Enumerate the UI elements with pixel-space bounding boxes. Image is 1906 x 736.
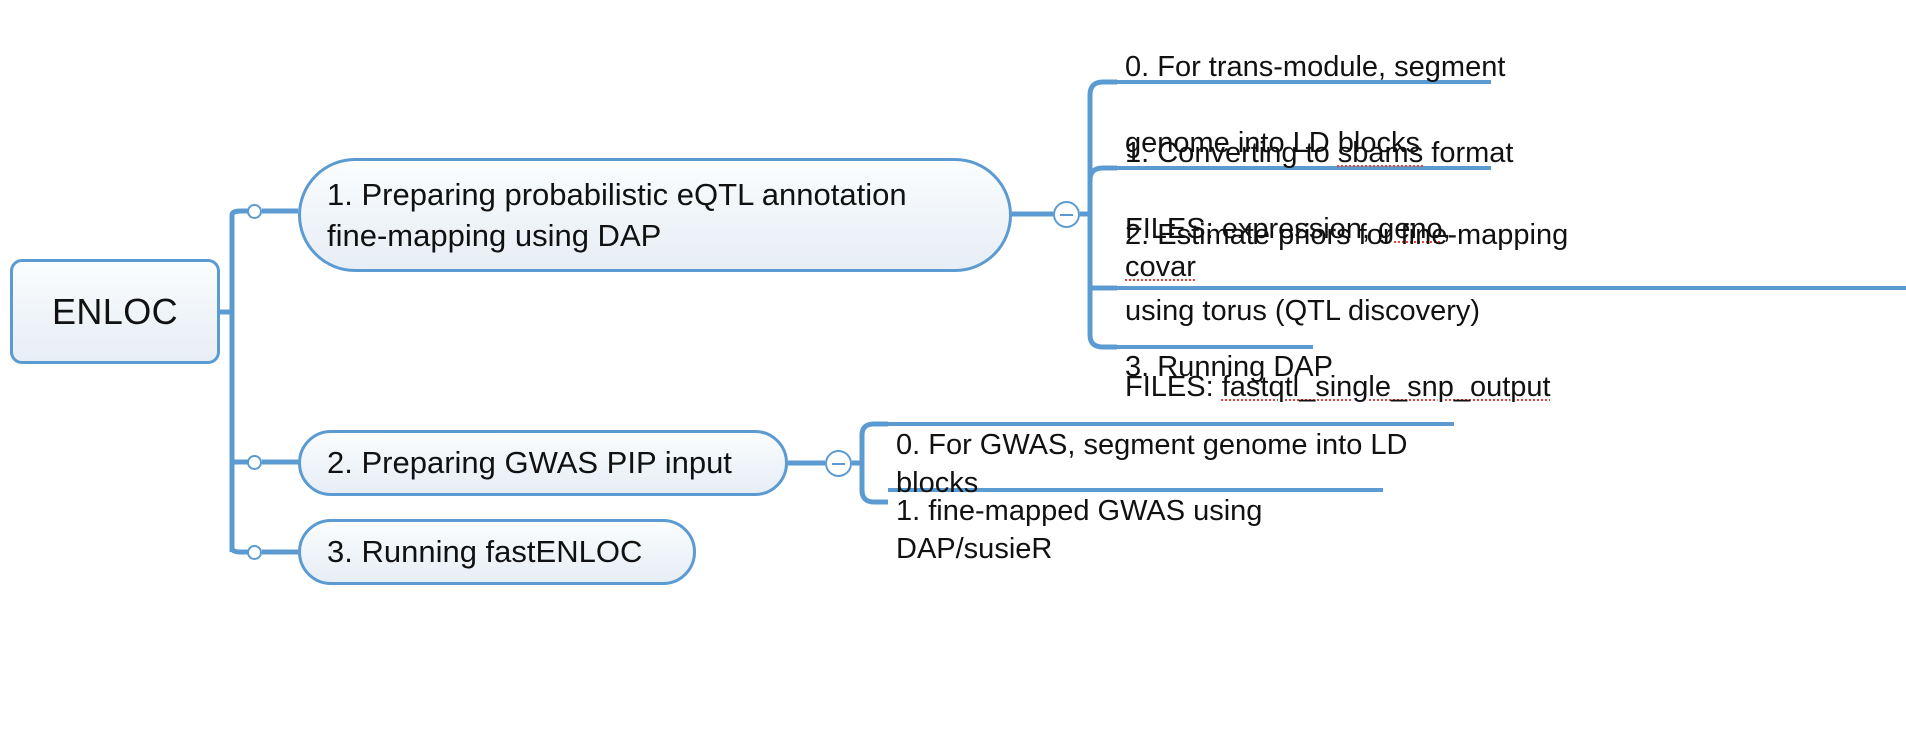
leaf-node-b2c0-line1: 0. For GWAS, segment genome into LD bloc… xyxy=(896,429,1408,499)
leaf-node-b1c1[interactable]: 1. Converting to sbams format FILES: exp… xyxy=(1117,94,1537,290)
spellcheck-term-covar: covar xyxy=(1125,251,1196,283)
spellcheck-term-fastqtl-single-snp-output: fastqtl_single_snp_output xyxy=(1221,371,1551,403)
spellcheck-term-sbams: sbams xyxy=(1337,137,1424,169)
root-node-label: ENLOC xyxy=(51,290,179,332)
leaf-node-b1c0[interactable]: 0. For trans-module, segment genome into… xyxy=(1117,8,1537,166)
leaf-node-b1c3[interactable]: 3. Running DAP xyxy=(1117,308,1377,390)
leaf-node-b2c1-line1: 1. fine-mapped GWAS using DAP/susieR xyxy=(896,495,1263,565)
leaf-node-b1c2-line2: using torus (QTL discovery) xyxy=(1125,295,1481,327)
branch-node-1-label: 1. Preparing probabilistic eQTL annotati… xyxy=(327,177,907,253)
branch-node-3-label: 3. Running fastENLOC xyxy=(327,534,643,569)
leaf-node-b2c1[interactable]: 1. fine-mapped GWAS using DAP/susieR xyxy=(888,452,1408,572)
leaf-node-b1c1-line2: FILES: expression, geno, covar xyxy=(1125,213,1451,283)
leaf-node-b1c2-line3: FILES: fastqtl_single_snp_output xyxy=(1125,371,1551,403)
leaf-node-b1c2[interactable]: 2. Estimate priors for fine-mapping usin… xyxy=(1117,176,1587,410)
leaf-node-b1c0-line1: 0. For trans-module, segment xyxy=(1125,51,1506,83)
connector-ring-branch3[interactable] xyxy=(247,545,262,560)
branch-node-1[interactable]: 1. Preparing probabilistic eQTL annotati… xyxy=(298,158,1012,272)
root-node-enloc[interactable]: ENLOC xyxy=(10,259,220,364)
branch-node-2-label: 2. Preparing GWAS PIP input xyxy=(327,445,732,480)
branch-node-3[interactable]: 3. Running fastENLOC xyxy=(298,519,696,585)
connector-ring-branch2[interactable] xyxy=(247,455,262,470)
minus-icon xyxy=(832,462,845,465)
connector-ring-branch1[interactable] xyxy=(247,204,262,219)
collapse-toggle-branch-1[interactable] xyxy=(1053,201,1080,228)
leaf-node-b2c0[interactable]: 0. For GWAS, segment genome into LD bloc… xyxy=(888,386,1468,506)
branch-node-2[interactable]: 2. Preparing GWAS PIP input xyxy=(298,430,788,496)
leaf-node-b1c1-line1: 1. Converting to sbams format xyxy=(1125,137,1514,169)
leaf-node-b1c2-line1: 2. Estimate priors for fine-mapping xyxy=(1125,219,1569,251)
leaf-node-b1c3-line1: 3. Running DAP xyxy=(1125,351,1333,383)
spellcheck-term-geno: geno xyxy=(1378,213,1443,245)
leaf-node-b1c0-line2: genome into LD blocks xyxy=(1125,127,1420,159)
collapse-toggle-branch-2[interactable] xyxy=(825,450,852,477)
minus-icon xyxy=(1060,213,1073,216)
